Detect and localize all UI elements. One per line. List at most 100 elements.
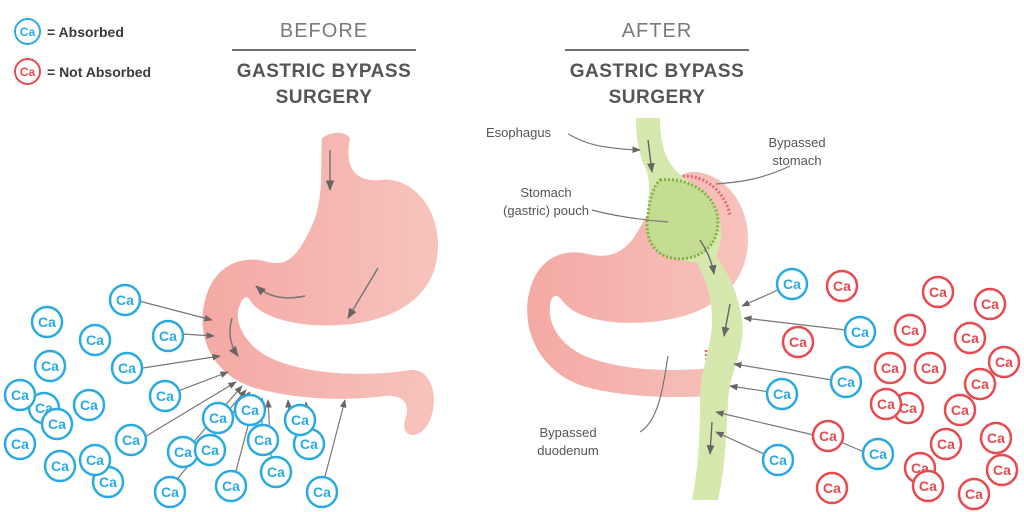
svg-text:Ca: Ca: [209, 410, 227, 426]
svg-text:Ca: Ca: [937, 436, 955, 452]
absorbed-calcium-icon: Ca: [110, 351, 144, 385]
absorbed-calcium-icon: Ca: [193, 433, 227, 467]
not-absorbed-calcium-icon: Ca: [985, 453, 1019, 487]
before-stomach: [202, 132, 438, 436]
svg-text:Ca: Ca: [769, 452, 787, 468]
before-heading-divider: [232, 49, 416, 51]
absorbed-calcium-icon: Ca: [283, 403, 317, 437]
svg-text:Ca: Ca: [773, 386, 791, 402]
not-absorbed-calcium-icon: Ca: [921, 275, 955, 309]
svg-text:Ca: Ca: [951, 402, 969, 418]
svg-text:Ca: Ca: [995, 354, 1013, 370]
after-title-line1: GASTRIC BYPASS: [569, 61, 745, 82]
after-heading: AFTER GASTRIC BYPASS SURGERY: [557, 20, 757, 111]
bypassed-stomach-line2: stomach: [772, 153, 822, 168]
svg-text:Ca: Ca: [80, 397, 98, 413]
absorbed-calcium-icon: Ca: [259, 455, 293, 489]
svg-text:Ca: Ca: [300, 436, 318, 452]
svg-text:Ca: Ca: [99, 474, 117, 490]
after-title-line2: SURGERY: [608, 87, 706, 108]
absorbed-calcium-icon: Ca: [153, 475, 187, 509]
svg-text:Ca: Ca: [86, 332, 104, 348]
absorbed-calcium-icon: Ca: [3, 427, 37, 461]
absorbed-calcium-icon: Ca: [40, 407, 74, 441]
gastric-pouch-line1: Stomach: [520, 185, 572, 200]
svg-text:Ca: Ca: [877, 396, 895, 412]
not-absorbed-calcium-icon: Ca: [953, 321, 987, 355]
absorbed-calcium-icon: Ca: [78, 443, 112, 477]
svg-text:Ca: Ca: [174, 444, 192, 460]
svg-text:Ca: Ca: [313, 484, 331, 500]
svg-text:Ca: Ca: [241, 402, 259, 418]
svg-text:Ca: Ca: [118, 360, 136, 376]
svg-text:Ca: Ca: [254, 432, 272, 448]
absorbed-calcium-icon: Ca: [33, 349, 67, 383]
absorbed-calcium-icon: Ca: [43, 449, 77, 483]
gastric-pouch-line2: (gastric) pouch: [503, 203, 589, 218]
absorbed-calcium-icon: Ca: [14, 18, 41, 45]
svg-text:Ca: Ca: [819, 428, 837, 444]
svg-text:Ca: Ca: [783, 276, 801, 292]
not-absorbed-legend-label: = Not Absorbed: [47, 63, 152, 80]
svg-text:Ca: Ca: [156, 388, 174, 404]
after-absorption-arrows: [715, 289, 865, 455]
svg-text:Ca: Ca: [981, 296, 999, 312]
absorbed-calcium-icon: Ca: [775, 267, 809, 301]
absorbed-calcium-icon: Ca: [108, 283, 142, 317]
not-absorbed-calcium-icon: Ca: [14, 58, 41, 85]
absorbed-calcium-icon: Ca: [305, 475, 339, 509]
svg-text:Ca: Ca: [971, 376, 989, 392]
not-absorbed-calcium-icon: Ca: [943, 393, 977, 427]
absorbed-calcium-icon: Ca: [151, 319, 185, 353]
absorbed-calcium-icon: Ca: [201, 401, 235, 435]
before-heading: BEFORE GASTRIC BYPASS SURGERY: [224, 20, 424, 111]
svg-text:Ca: Ca: [961, 330, 979, 346]
after-super-title: AFTER: [621, 20, 693, 42]
after-heading-divider: [565, 49, 749, 51]
not-absorbed-calcium-icon: Ca: [963, 367, 997, 401]
not-absorbed-calcium-icon: Ca: [873, 351, 907, 385]
not-absorbed-calcium-icon: Ca: [957, 477, 991, 511]
absorbed-calcium-icon: Ca: [829, 365, 863, 399]
absorbed-calcium-icon: Ca: [861, 437, 895, 471]
bypassed-stomach-line1: Bypassed: [768, 135, 826, 150]
svg-text:Ca: Ca: [222, 478, 240, 494]
absorbed-calcium-icon: Ca: [765, 377, 799, 411]
svg-text:Ca: Ca: [201, 442, 219, 458]
not-absorbed-calcium-icon: Ca: [987, 345, 1021, 379]
absorbed-calcium-icon: Ca: [843, 315, 877, 349]
absorbed-calcium-icon: Ca: [246, 423, 280, 457]
svg-text:Ca: Ca: [116, 292, 134, 308]
svg-text:Ca: Ca: [11, 387, 29, 403]
before-title-line1: GASTRIC BYPASS: [236, 61, 412, 82]
absorbed-calcium-icon: Ca: [761, 443, 795, 477]
absorbed-calcium-icon: Ca: [233, 393, 267, 427]
svg-text:Ca: Ca: [881, 360, 899, 376]
not-absorbed-calcium-icon: Ca: [825, 269, 859, 303]
svg-text:Ca: Ca: [159, 328, 177, 344]
absorbed-calcium-icon: Ca: [114, 423, 148, 457]
svg-text:Ca: Ca: [161, 484, 179, 500]
svg-text:Ca: Ca: [851, 324, 869, 340]
not-absorbed-calcium-icon: Ca: [973, 287, 1007, 321]
svg-text:Ca: Ca: [51, 458, 69, 474]
svg-text:Ca: Ca: [41, 358, 59, 374]
absorbed-calcium-icon: Ca: [166, 435, 200, 469]
svg-text:Ca: Ca: [122, 432, 140, 448]
legend-absorbed: Ca = Absorbed: [14, 18, 124, 45]
gastric-pouch-label: Stomach (gastric) pouch: [496, 184, 596, 220]
not-absorbed-calcium-icon: Ca: [893, 313, 927, 347]
absorbed-calcium-icon: Ca: [78, 323, 112, 357]
not-absorbed-calcium-icon: Ca: [929, 427, 963, 461]
not-absorbed-calcium-icon: Ca: [781, 325, 815, 359]
absorbed-calcium-icon: Ca: [30, 305, 64, 339]
svg-text:Ca: Ca: [86, 452, 104, 468]
after-label-lines: [567, 133, 791, 433]
not-absorbed-calcium-icon: Ca: [979, 421, 1013, 455]
svg-text:Ca: Ca: [901, 322, 919, 338]
svg-text:Ca: Ca: [921, 360, 939, 376]
absorbed-calcium-icon: Ca: [3, 378, 37, 412]
